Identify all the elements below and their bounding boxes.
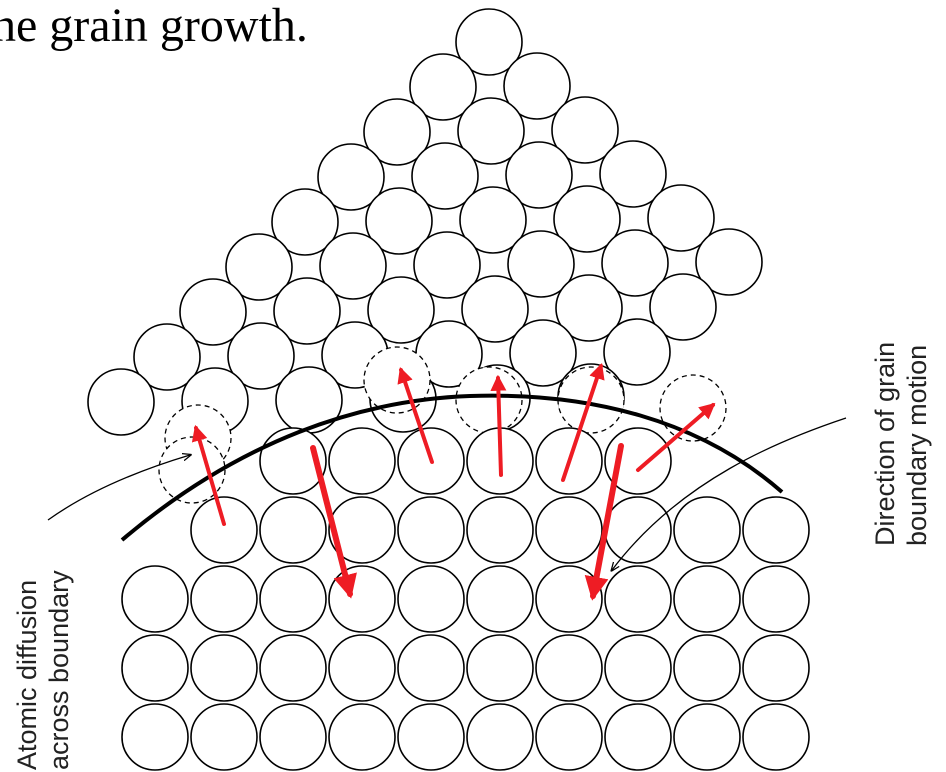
- atom: [535, 496, 603, 564]
- atom: [397, 496, 465, 564]
- label-atomic-diffusion-line2: across boundary: [44, 570, 74, 770]
- atom: [259, 427, 327, 495]
- atom: [604, 703, 672, 771]
- atom: [363, 98, 431, 166]
- atom: [551, 96, 619, 164]
- atom: [411, 142, 479, 210]
- atom: [259, 634, 327, 702]
- atom: [742, 565, 810, 633]
- atom: [466, 634, 534, 702]
- atom: [121, 565, 189, 633]
- boundary-atom: [363, 346, 431, 414]
- lower-grain-atoms: [121, 427, 810, 771]
- atom: [328, 496, 396, 564]
- atom: [553, 185, 621, 253]
- atom: [673, 703, 741, 771]
- atom: [599, 140, 667, 208]
- atom: [271, 188, 339, 256]
- diffusion-arrow: [191, 424, 226, 526]
- diffusion-arrows: [191, 362, 716, 601]
- atom: [503, 52, 571, 120]
- atom: [225, 233, 293, 301]
- atom: [742, 496, 810, 564]
- label-boundary-motion-line2: boundary motion: [902, 345, 932, 546]
- atom: [601, 229, 669, 297]
- atom: [649, 273, 717, 341]
- atom: [673, 565, 741, 633]
- atom: [695, 228, 763, 296]
- atom: [328, 634, 396, 702]
- atom: [647, 184, 715, 252]
- atom: [275, 366, 343, 434]
- atom: [121, 703, 189, 771]
- diffusion-arrow: [397, 366, 434, 464]
- atom: [259, 565, 327, 633]
- atom: [413, 231, 481, 299]
- atom: [190, 496, 258, 564]
- atom: [190, 634, 258, 702]
- atom: [328, 565, 396, 633]
- diffusion-arrow: [584, 443, 624, 601]
- atom: [604, 565, 672, 633]
- leader-line-right: [612, 417, 847, 570]
- atom: [259, 496, 327, 564]
- atom: [461, 275, 529, 343]
- label-atomic-diffusion-line1: Atomic diffusion: [12, 580, 42, 770]
- atom: [87, 368, 155, 436]
- atom: [673, 634, 741, 702]
- atom: [365, 187, 433, 255]
- atom: [509, 319, 577, 387]
- atom: [273, 277, 341, 345]
- atom: [457, 97, 525, 165]
- atom: [742, 634, 810, 702]
- atom: [459, 186, 527, 254]
- heading-text: he grain growth.: [0, 0, 308, 52]
- diffusion-arrow: [561, 362, 605, 482]
- atom: [190, 565, 258, 633]
- atom: [604, 496, 672, 564]
- atom: [535, 565, 603, 633]
- atom: [319, 232, 387, 300]
- atom: [397, 703, 465, 771]
- atom: [505, 141, 573, 209]
- atom: [535, 634, 603, 702]
- atom: [409, 53, 477, 121]
- atom: [190, 703, 258, 771]
- boundary-atoms: [158, 346, 727, 504]
- boundary-atom: [455, 366, 523, 434]
- leader-lines: [47, 417, 847, 570]
- atom: [328, 427, 396, 495]
- atom: [397, 634, 465, 702]
- atom: [259, 703, 327, 771]
- atom: [466, 703, 534, 771]
- atom: [555, 274, 623, 342]
- atom: [507, 230, 575, 298]
- atom: [673, 496, 741, 564]
- boundary-atom: [659, 374, 727, 442]
- atom: [535, 703, 603, 771]
- atom: [455, 8, 523, 76]
- diffusion-arrow: [490, 374, 507, 477]
- atom: [121, 634, 189, 702]
- atom: [227, 322, 295, 390]
- leader-line-left: [47, 455, 190, 521]
- atom: [367, 276, 435, 344]
- atom: [328, 703, 396, 771]
- grain-boundary-curve: [120, 393, 784, 542]
- label-boundary-motion-line1: Direction of grain: [870, 342, 900, 546]
- atom: [603, 318, 671, 386]
- atom: [604, 634, 672, 702]
- upper-grain-atoms: [87, 8, 763, 436]
- atom: [179, 278, 247, 346]
- atom: [742, 703, 810, 771]
- atom: [317, 143, 385, 211]
- diffusion-arrow: [636, 402, 716, 472]
- atom: [466, 565, 534, 633]
- diffusion-arrow: [310, 445, 357, 599]
- atom: [133, 323, 201, 391]
- atom: [397, 565, 465, 633]
- atom: [466, 496, 534, 564]
